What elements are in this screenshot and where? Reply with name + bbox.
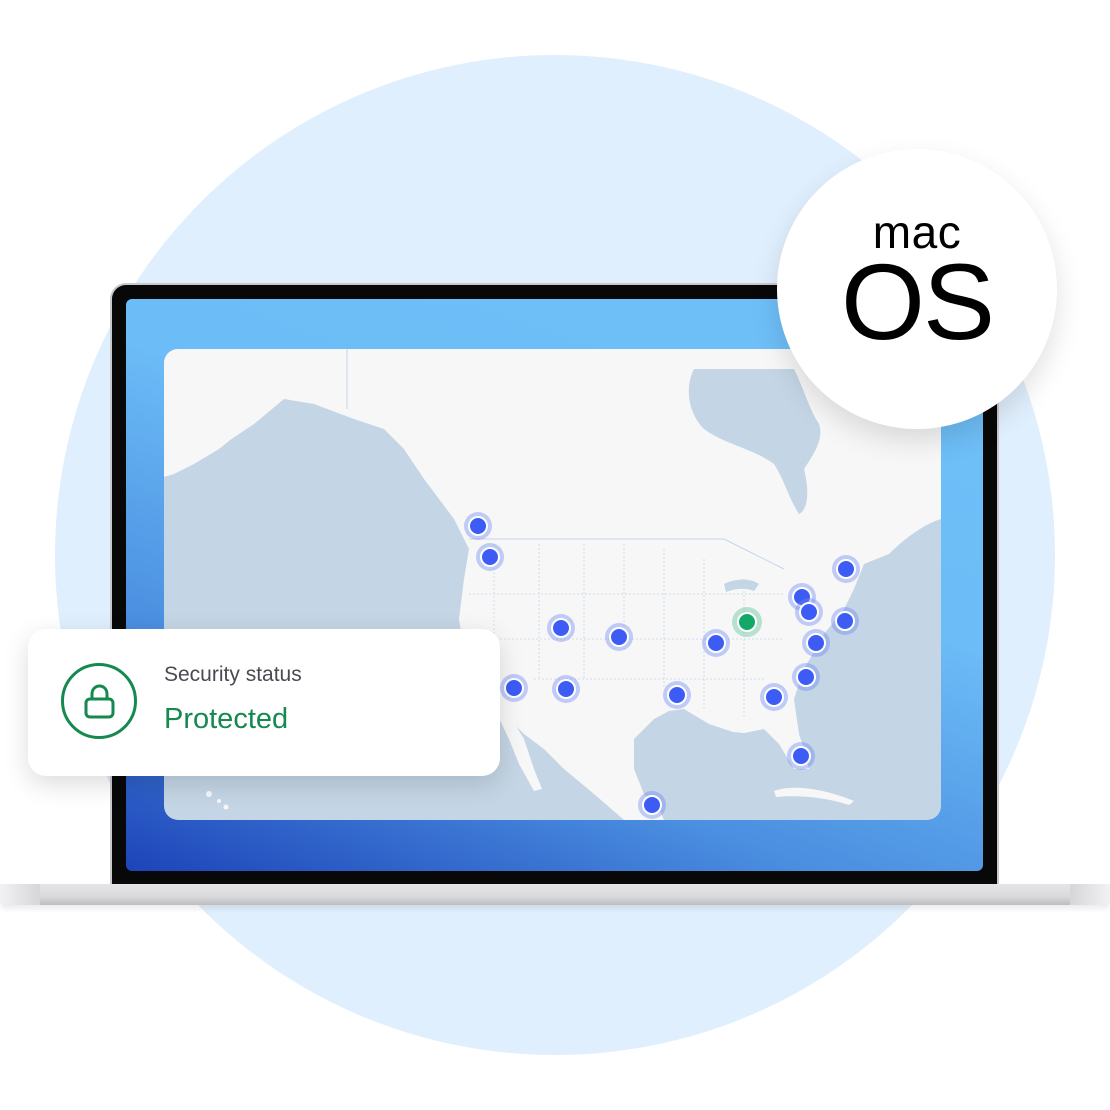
server-location-pin[interactable] bbox=[667, 685, 687, 705]
server-location-pin[interactable] bbox=[799, 602, 819, 622]
security-status-card: Security status Protected bbox=[28, 629, 500, 776]
connected-server-pin[interactable] bbox=[737, 612, 757, 632]
server-location-pin[interactable] bbox=[609, 627, 629, 647]
north-america-map-icon bbox=[164, 349, 941, 820]
server-location-pin[interactable] bbox=[764, 687, 784, 707]
server-location-pin[interactable] bbox=[468, 516, 488, 536]
server-location-pin[interactable] bbox=[480, 547, 500, 567]
server-location-pin[interactable] bbox=[706, 633, 726, 653]
server-location-pin[interactable] bbox=[504, 678, 524, 698]
server-location-pin[interactable] bbox=[791, 746, 811, 766]
server-location-pin[interactable] bbox=[796, 667, 816, 687]
server-location-pin[interactable] bbox=[806, 633, 826, 653]
os-name-line1: mac bbox=[872, 206, 962, 258]
server-location-pin[interactable] bbox=[642, 795, 662, 815]
server-location-pin[interactable] bbox=[835, 611, 855, 631]
macos-badge: mac OS bbox=[777, 149, 1057, 429]
security-status-label: Security status bbox=[164, 663, 302, 686]
laptop-base bbox=[0, 884, 1110, 905]
security-status-value: Protected bbox=[164, 703, 289, 735]
server-location-pin[interactable] bbox=[551, 618, 571, 638]
server-location-pin[interactable] bbox=[836, 559, 856, 579]
os-name-line2: OS bbox=[840, 241, 995, 362]
server-location-pin[interactable] bbox=[556, 679, 576, 699]
lock-icon bbox=[61, 663, 137, 739]
